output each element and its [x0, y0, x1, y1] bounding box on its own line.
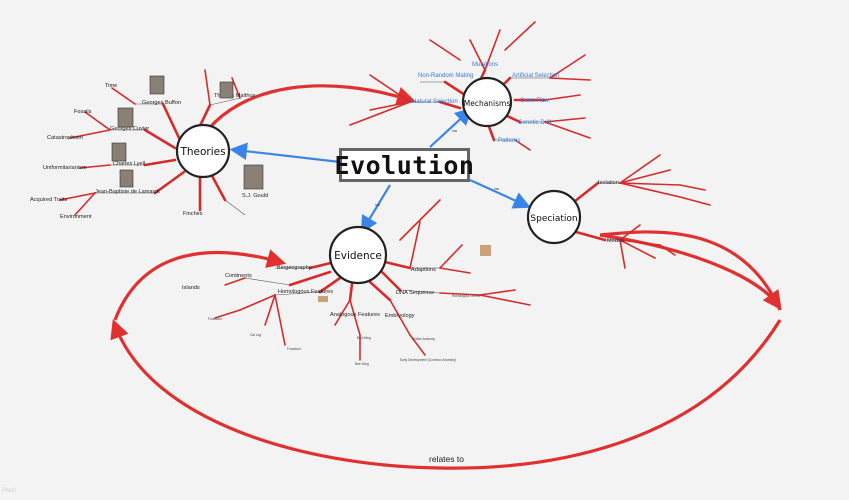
theory-time: Time [105, 83, 117, 89]
edge-label-has-mech: has [452, 129, 458, 133]
evid-bird-wing: Bird Wing [357, 336, 371, 340]
evid-biogeography: Biogeography [277, 265, 312, 271]
edge-label-has-evid: has [375, 203, 381, 207]
theory-charles-lyell: Charles Lyell [113, 161, 145, 167]
theory-sj-gould: S.J. Gould [242, 193, 268, 199]
title-text: Evolution [335, 151, 475, 180]
evid-similar-anatomy: Similar Anatomy [412, 337, 435, 341]
hub-theories-label: Theories [179, 146, 225, 158]
mech-artificial-selection[interactable]: Artificial Selection [512, 73, 559, 79]
title-to-theories [236, 150, 340, 162]
spec-isolation: Isolation [598, 180, 619, 186]
hub-mechanisms-label: Mechanisms [464, 99, 511, 108]
evid-homologous-features: Homologous Features [278, 289, 333, 295]
portrait-gould [244, 165, 263, 189]
evid-functions-1: Functions [208, 317, 222, 321]
title-node[interactable]: Evolution [339, 148, 470, 182]
mech-patterns[interactable]: Patterns [498, 138, 520, 144]
mech-non-random-mating[interactable]: Non-Random Mating [418, 73, 473, 79]
portrait-lyell [112, 143, 126, 161]
relates-to-label: relates to [429, 454, 464, 464]
evid-adaptions: Adaptions [411, 267, 436, 273]
portrait-lamarck [120, 170, 133, 187]
portrait-malthus [220, 82, 233, 98]
speciation-branches [570, 155, 710, 268]
hub-theories[interactable]: Theories [177, 125, 229, 177]
evid-homologous-genes: Homologous Genes [452, 294, 481, 298]
theory-lamarck: Jean-Baptiste de Lamarck [95, 189, 160, 195]
theory-georges-buffon: Georges Buffon [142, 100, 181, 106]
evid-functions-2: Functions [287, 347, 301, 351]
evid-continents: Continents [225, 273, 252, 279]
thumb-analogous [318, 296, 328, 302]
evid-cat-leg: Cat Leg [250, 333, 261, 337]
spec-modes: Modes [607, 238, 624, 244]
evid-dna-sequence: DNA Sequence [396, 290, 434, 296]
theory-uniformitarianism: Uniformitarianism [43, 165, 87, 171]
watermark: Prezi [2, 488, 16, 494]
theory-acquired-traits: Acquired Traits [30, 197, 68, 203]
theory-environment: Environment [60, 214, 92, 220]
hub-evidence[interactable]: Evidence [330, 227, 386, 283]
title-to-speciation [470, 180, 525, 205]
hub-speciation[interactable]: Speciation [528, 191, 580, 243]
evid-bee-wing: Bee Wing [355, 362, 369, 366]
theory-catastrophism: Catastrophism [47, 135, 83, 141]
theory-finches: Finches [183, 211, 203, 217]
hub-evidence-label: Evidence [334, 250, 382, 262]
portrait-cuvier [118, 108, 133, 127]
evid-early-development: Early Development (Common Ancestry) [400, 358, 456, 362]
hub-speciation-label: Speciation [530, 214, 577, 224]
evid-embryology: Embryology [385, 313, 415, 319]
portrait-buffon [150, 76, 164, 94]
mech-genetic-drift[interactable]: Genetic Drift [518, 120, 552, 126]
hub-mechanisms[interactable]: Mechanisms [463, 78, 511, 126]
thumb-adaption [480, 245, 491, 256]
evid-analogous-features: Analogous Features [330, 312, 380, 318]
edge-label-has-spec: has [494, 187, 500, 191]
relates-to-arc [115, 320, 780, 468]
evid-islands: Islands [182, 285, 200, 291]
theory-fossils: Fossils [74, 109, 92, 115]
mech-gene-flow[interactable]: Gene Flow [520, 98, 550, 104]
title-to-mechanisms [430, 112, 468, 147]
mech-natural-selection[interactable]: Natural Selection [412, 99, 458, 105]
mech-mutations[interactable]: Mutations [472, 62, 498, 68]
